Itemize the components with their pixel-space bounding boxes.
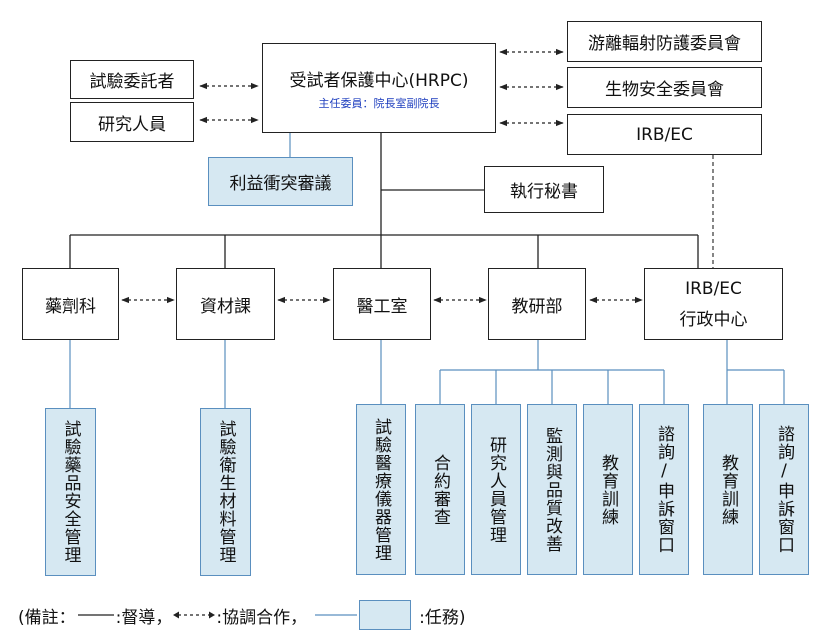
irb-office-box: IRB/EC 行政中心 (644, 268, 783, 340)
legend-task-swatch (359, 600, 412, 630)
legend-prefix: (備註： (18, 607, 76, 628)
materials-unit-box: 資材課 (176, 268, 275, 340)
task-materials: 試驗衛生材料管理 (200, 408, 251, 576)
task-irb-training: 教育訓練 (703, 404, 753, 575)
task-pharmacy-text: 試驗藥品安全管理 (60, 420, 81, 564)
education-unit-box: 教研部 (488, 268, 586, 340)
task-irb-training-text: 教育訓練 (718, 453, 738, 526)
task-engineering: 試驗醫療儀器管理 (356, 404, 406, 575)
task-monitoring-quality-text: 監測與品質改善 (542, 426, 562, 553)
irb-office-line1: IRB/EC (685, 278, 742, 299)
task-consultation-complaint: 諮詢/申訴窗口 (639, 404, 689, 575)
legend: (備註： :督導， :協調合作， :任務) (18, 600, 465, 630)
legend-blue-line-icon (315, 614, 358, 616)
task-irb-consultation-text: 諮詢/申訴窗口 (774, 425, 794, 554)
task-contract-review: 合約審查 (415, 404, 465, 575)
hrpc-title: 受試者保護中心(HRPC) (289, 70, 469, 91)
task-contract-review-text: 合約審查 (430, 453, 450, 526)
task-line-irb (726, 340, 785, 404)
engineering-unit-box: 醫工室 (333, 268, 431, 340)
biosafety-committee-box: 生物安全委員會 (567, 67, 762, 108)
task-researcher-management-text: 研究人員管理 (486, 435, 506, 544)
task-line-education (439, 340, 665, 404)
exec-secretary-box: 執行秘書 (484, 166, 604, 213)
sponsor-box: 試驗委託者 (70, 60, 194, 99)
task-engineering-text: 試驗醫療儀器管理 (371, 417, 391, 562)
task-monitoring-quality: 監測與品質改善 (527, 404, 577, 575)
legend-dashed-arrow-icon (173, 611, 216, 619)
task-pharmacy: 試驗藥品安全管理 (45, 408, 96, 576)
task-education-training-text: 教育訓練 (598, 453, 618, 526)
legend-coordinate: :協調合作， (216, 607, 308, 628)
task-consultation-complaint-text: 諮詢/申訴窗口 (654, 425, 674, 554)
task-irb-consultation: 諮詢/申訴窗口 (759, 404, 809, 575)
task-education-training: 教育訓練 (583, 404, 633, 575)
conflict-review-task: 利益衝突審議 (208, 157, 353, 206)
researcher-box: 研究人員 (70, 102, 194, 142)
irb-office-line2: 行政中心 (679, 309, 748, 330)
legend-task: :任務) (419, 607, 466, 628)
irb-committee-box: IRB/EC (567, 114, 762, 155)
radiation-committee-box: 游離輻射防護委員會 (567, 21, 762, 62)
hrpc-center-box: 受試者保護中心(HRPC) 主任委員：院長室副院長 (262, 43, 496, 133)
task-researcher-management: 研究人員管理 (471, 404, 521, 575)
legend-solid-line-icon (77, 614, 114, 616)
task-materials-text: 試驗衛生材料管理 (215, 420, 236, 564)
legend-supervise: :督導， (115, 607, 173, 628)
pharmacy-unit-box: 藥劑科 (22, 268, 119, 340)
hrpc-director: 主任委員：院長室副院長 (318, 96, 440, 110)
